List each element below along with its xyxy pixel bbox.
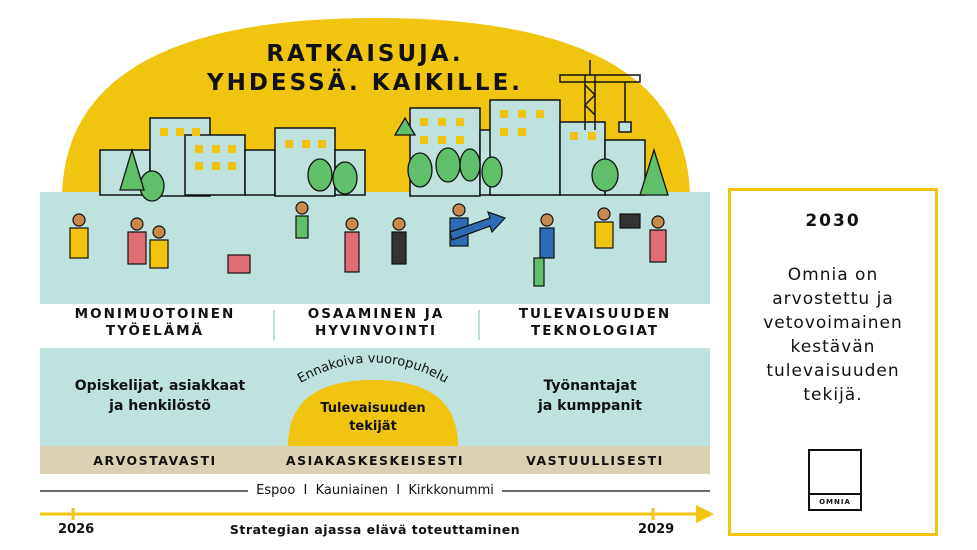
vision-box: 2030 Omnia on arvostettu ja vetovoimaine… <box>728 188 938 536</box>
pillar-line: HYVINVOINTI <box>314 323 438 339</box>
center-title: Tulevaisuuden tekijät <box>298 400 448 436</box>
center-sun-layer: Ennakoiva vuoropuhelu <box>288 351 458 446</box>
values-band <box>40 446 710 474</box>
pillar-line: TULEVAISUUDEN <box>518 306 672 322</box>
headline-line-1: RATKAISUJA. <box>266 41 464 67</box>
vision-statement: Omnia on arvostettu ja vetovoimainen kes… <box>731 263 935 407</box>
timeline-start-year: 2026 <box>58 522 95 537</box>
pillar-band <box>40 304 710 348</box>
trees <box>119 116 669 202</box>
vision-line: kestävän <box>790 337 876 357</box>
center-line: tekijät <box>349 419 397 434</box>
value-customer-oriented: ASIAKASKESKEISESTI <box>285 453 465 468</box>
group-students-customers-staff: Opiskelijat, asiakkaat ja henkilöstö <box>50 376 270 416</box>
pillar-diverse-worklife: MONIMUOTOINEN TYÖELÄMÄ <box>40 306 270 340</box>
group-line: Työnantajat <box>543 378 637 394</box>
value-respectfully: ARVOSTAVASTI <box>93 453 217 468</box>
vision-line: vetovoimainen <box>763 313 903 333</box>
timeline-arrow <box>696 505 714 523</box>
pillar-line: TYÖELÄMÄ <box>105 323 205 339</box>
vision-line: arvostettu ja <box>772 289 894 309</box>
cities-text: Espoo I Kauniainen I Kirkkonummi <box>248 483 502 498</box>
pillar-divider <box>478 310 480 340</box>
vision-year: 2030 <box>805 211 861 231</box>
windows <box>160 110 596 170</box>
timeline-label: Strategian ajassa elävä toteuttaminen <box>229 522 521 537</box>
vision-line: Omnia on <box>787 265 879 285</box>
pillar-line: OSAAMINEN JA <box>307 306 445 322</box>
timeline-end-year: 2029 <box>638 522 675 537</box>
pillar-line: MONIMUOTOINEN <box>74 306 236 322</box>
logo-line <box>810 493 860 495</box>
center-line: Tulevaisuuden <box>320 401 426 416</box>
people-figures <box>69 201 667 287</box>
cities-row: Espoo I Kauniainen I Kirkkonummi <box>40 483 710 498</box>
vision-line: tekijä. <box>803 385 863 405</box>
logo-word: OMNIA <box>819 498 851 506</box>
omnia-logo: OMNIA <box>808 449 862 511</box>
pillar-future-technologies: TULEVAISUUDEN TEKNOLOGIAT <box>480 306 710 340</box>
vision-line: tulevaisuuden <box>766 361 900 381</box>
group-employers-partners: Työnantajat ja kumppanit <box>480 376 700 416</box>
group-line: Opiskelijat, asiakkaat <box>74 378 246 394</box>
crane <box>559 60 641 133</box>
group-line: ja henkilöstö <box>109 398 211 414</box>
headline-line-2: YHDESSÄ. KAIKILLE. <box>206 70 524 96</box>
value-responsibly: VASTUULLISESTI <box>526 453 664 468</box>
pillar-line: TEKNOLOGIAT <box>531 323 659 339</box>
group-line: ja kumppanit <box>538 398 642 414</box>
pillar-divider <box>273 310 275 340</box>
pillar-competence-wellbeing: OSAAMINEN JA HYVINVOINTI <box>276 306 476 340</box>
